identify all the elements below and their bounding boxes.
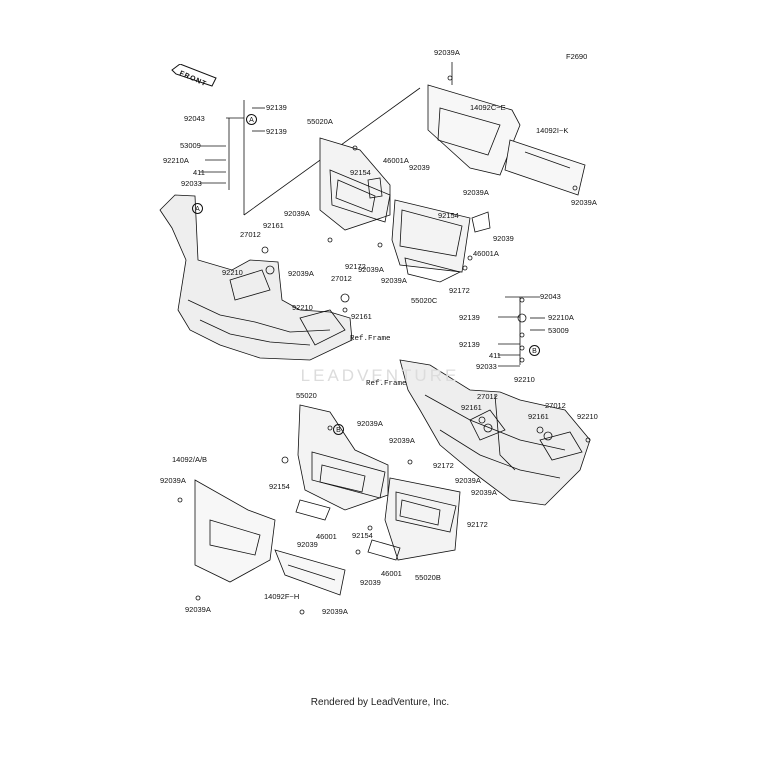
part-label: 92154 (438, 211, 459, 220)
part-label: 92033 (181, 179, 202, 188)
part-label: 92039A (463, 188, 489, 197)
part-label: 55020A (307, 117, 333, 126)
part-label: 27012 (477, 392, 498, 401)
part-label: 92043 (540, 292, 561, 301)
callout-b-right: B (529, 345, 540, 356)
part-label: 27012 (331, 274, 352, 283)
part-label: 92039 (409, 163, 430, 172)
part-label: 55020B (415, 573, 441, 582)
part-label: 92039A (358, 265, 384, 274)
part-label: 92172 (345, 262, 366, 271)
part-label: 92139 (266, 127, 287, 136)
front-direction-arrow (170, 63, 218, 88)
part-label: 92154 (350, 168, 371, 177)
part-label: 14092/A/B (172, 455, 208, 464)
part-label: 92210 (292, 303, 313, 312)
part-label: 46001A (383, 156, 409, 165)
part-label: 14092C~E (470, 103, 506, 112)
part-label: 92039A (160, 476, 186, 485)
part-label: 27012 (545, 401, 566, 410)
part-label: Ref.Frame (366, 380, 407, 388)
part-label: 92154 (352, 531, 373, 540)
part-label: 92139 (459, 313, 480, 322)
part-label: 14092F~H (264, 592, 300, 601)
part-label: 92039A (434, 48, 460, 57)
part-label: 46001 (381, 569, 402, 578)
part-label: 92039A (571, 198, 597, 207)
part-label: 411 (489, 351, 501, 360)
part-label: 46001A (473, 249, 499, 258)
part-label: 92033 (476, 362, 497, 371)
part-label: 92039A (471, 488, 497, 497)
part-label: 92039A (381, 276, 407, 285)
part-label: 92210 (577, 412, 598, 421)
part-label: 92039A (284, 209, 310, 218)
part-label: 27012 (240, 230, 261, 239)
part-label: 92161 (528, 412, 549, 421)
figure-code: F2690 (566, 52, 588, 61)
callout-a-top: A (246, 114, 257, 125)
part-label: 55020C (411, 296, 438, 305)
callout-b-door: B (333, 424, 344, 435)
part-label: 92139 (459, 340, 480, 349)
part-label: 53009 (180, 141, 201, 150)
part-label: 92039A (357, 419, 383, 428)
part-label: 92039A (389, 436, 415, 445)
part-label: 55020 (296, 391, 317, 400)
part-label: Ref.Frame (350, 335, 391, 343)
part-label: 53009 (548, 326, 569, 335)
part-label: 92161 (461, 403, 482, 412)
part-label: 92172 (467, 520, 488, 529)
part-label: 92210 (222, 268, 243, 277)
part-label: 92139 (266, 103, 287, 112)
part-label: 92210A (548, 313, 574, 322)
part-label: 411 (193, 168, 205, 177)
part-label: 92210 (514, 375, 535, 384)
footer-credit: Rendered by LeadVenture, Inc. (310, 697, 450, 708)
part-label: 92039A (185, 605, 211, 614)
part-label: 92161 (263, 221, 284, 230)
part-label: 92154 (269, 482, 290, 491)
part-label: 92172 (433, 461, 454, 470)
part-label: 92172 (449, 286, 470, 295)
part-label: 92210A (163, 156, 189, 165)
part-label: 92039A (455, 476, 481, 485)
watermark: LEADVENTURE (300, 366, 460, 385)
part-label: 92039 (493, 234, 514, 243)
part-label: 92039 (360, 578, 381, 587)
part-label: 46001 (316, 532, 337, 541)
part-label: 92161 (351, 312, 372, 321)
part-label: 14092I~K (536, 126, 569, 135)
callout-a-frame: A (192, 203, 203, 214)
part-label: 92039 (297, 540, 318, 549)
part-label: 92039A (288, 269, 314, 278)
part-label: 92043 (184, 114, 205, 123)
part-label: 92039A (322, 607, 348, 616)
